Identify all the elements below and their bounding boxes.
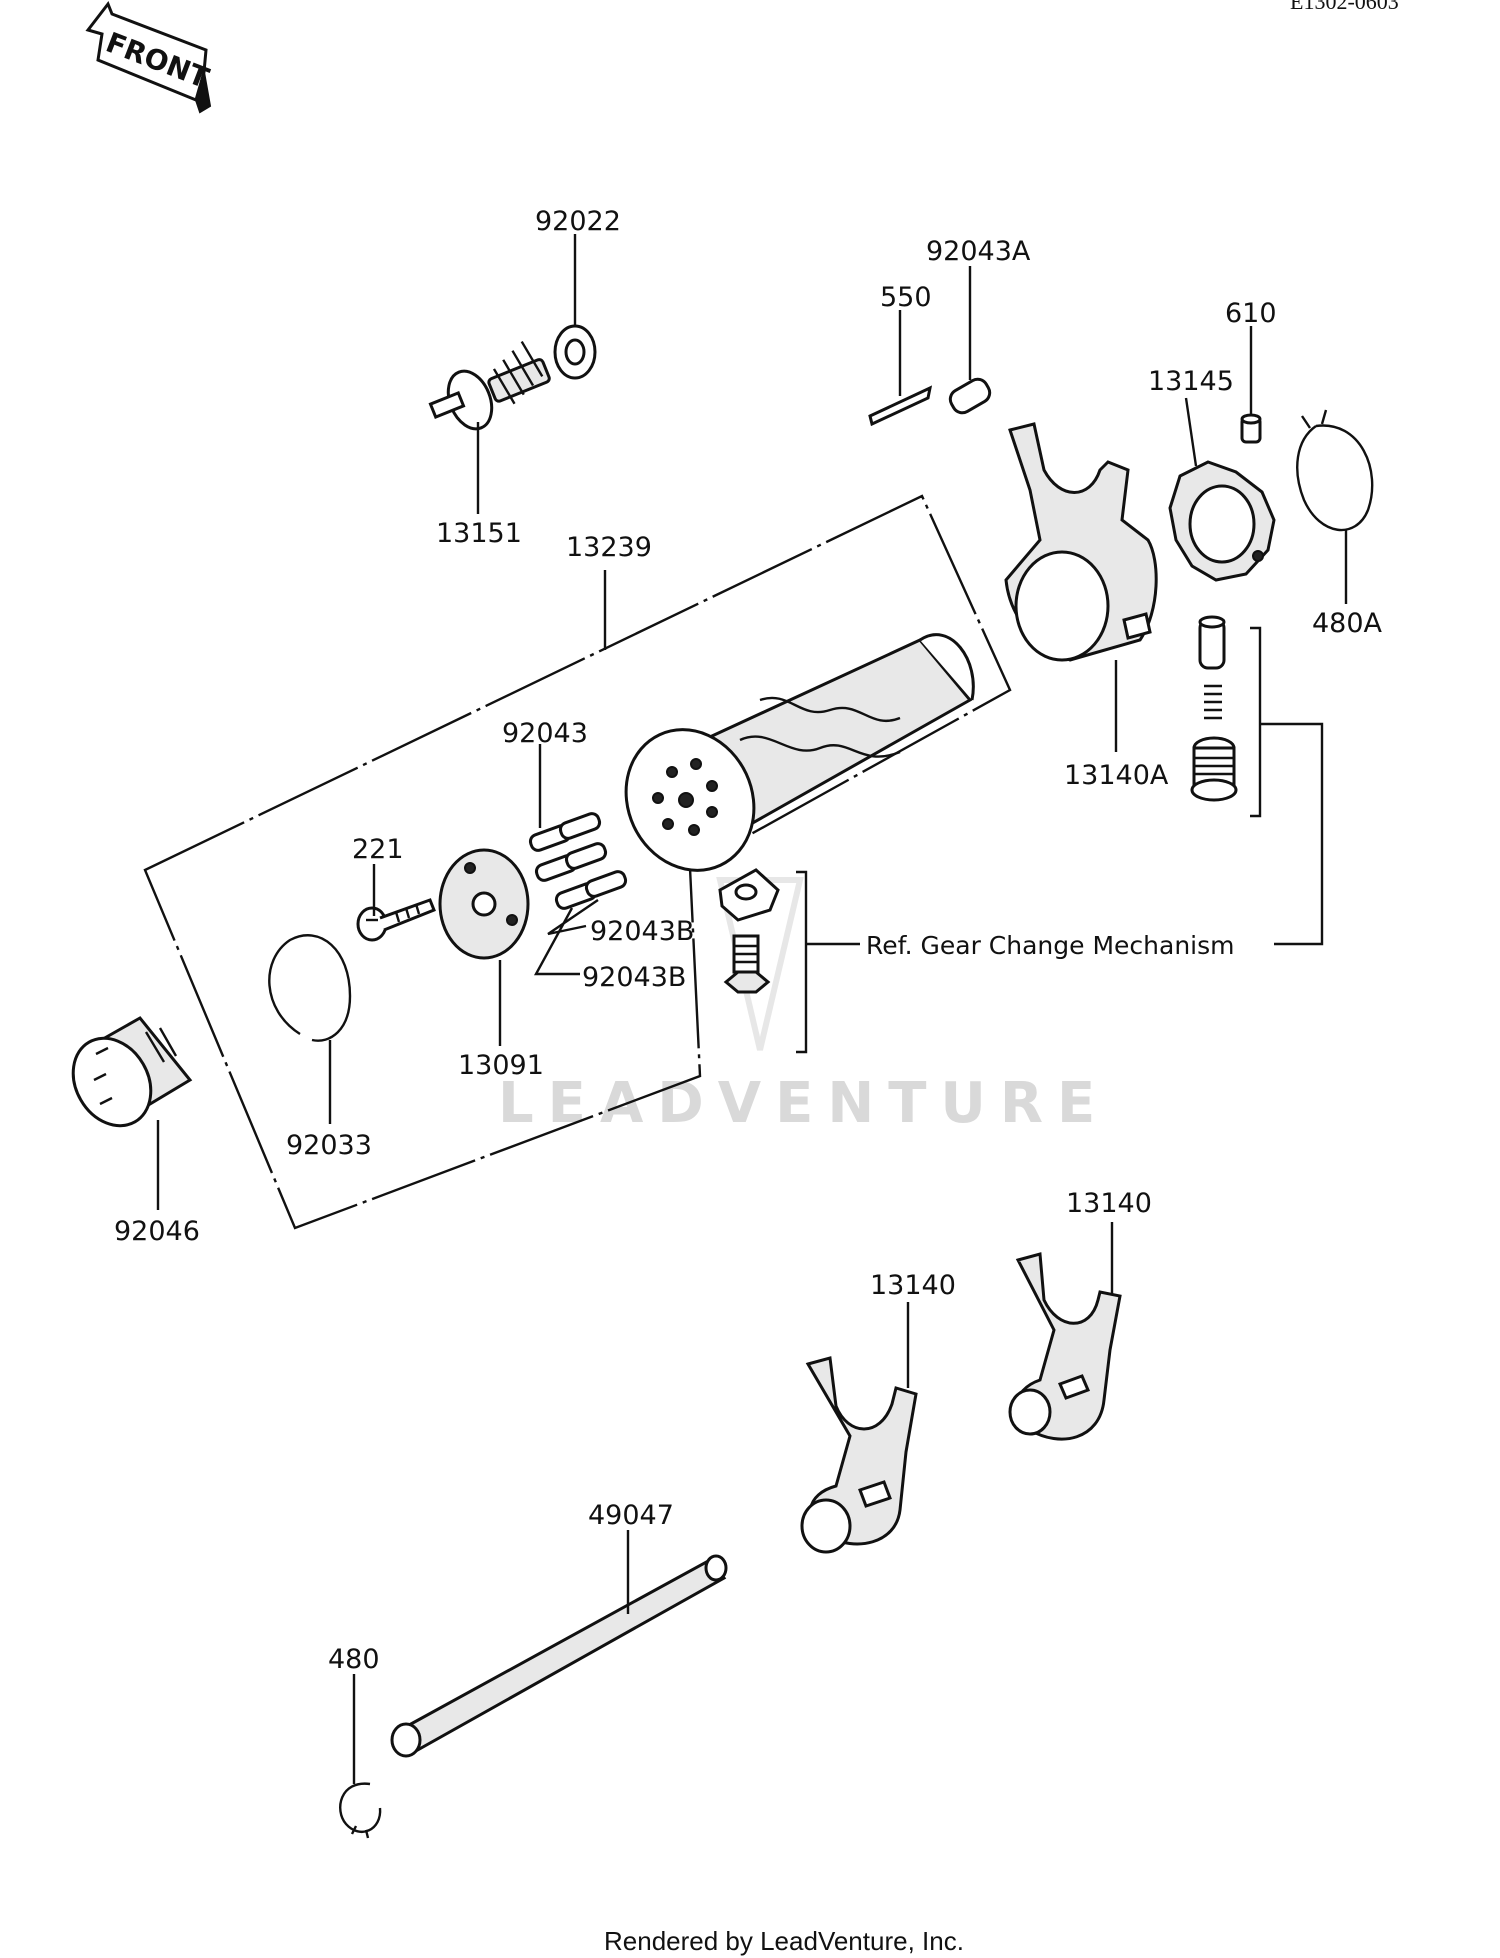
part-label-49047: 49047 <box>588 1500 674 1531</box>
drum-holes <box>652 758 718 836</box>
cotter-pin-550-part[interactable] <box>868 385 933 427</box>
screw-221-part[interactable] <box>356 898 436 942</box>
footer-credit: Rendered by LeadVenture, Inc. <box>604 1926 964 1956</box>
watermark-text: LEADVENTURE <box>498 1071 1109 1136</box>
part-label-13151: 13151 <box>436 518 522 549</box>
pin-92043a-part[interactable] <box>947 376 994 417</box>
part-label-13239: 13239 <box>566 532 652 563</box>
part-label-13140-left: 13140 <box>870 1270 956 1301</box>
part-label-92043b-1: 92043B <box>590 916 694 947</box>
part-label-92043a: 92043A <box>926 236 1031 267</box>
part-label-92043: 92043 <box>502 718 588 749</box>
part-label-92046: 92046 <box>114 1216 200 1247</box>
part-label-13140a: 13140A <box>1064 760 1169 791</box>
shift-rod-49047-part[interactable] <box>390 1554 728 1758</box>
detent-bolt-part[interactable] <box>1190 736 1238 802</box>
pin-plate-13145-part[interactable] <box>1168 460 1276 582</box>
detent-spring-part[interactable] <box>1204 684 1222 720</box>
shift-drum-part[interactable] <box>603 633 975 892</box>
diagram-code: E1302-0603 <box>1290 0 1399 14</box>
part-label-92022: 92022 <box>535 206 621 237</box>
part-label-550: 550 <box>880 282 932 313</box>
leader-lines <box>156 234 1348 1784</box>
part-label-92033: 92033 <box>286 1130 372 1161</box>
shift-fork-13140a-part[interactable] <box>1004 422 1158 662</box>
part-label-92043b-2: 92043B <box>582 962 686 993</box>
needle-bearing-92046-part[interactable] <box>58 1016 193 1140</box>
cam-stopper-part[interactable] <box>718 868 780 994</box>
shift-fork-13140-right-part[interactable] <box>1008 1252 1122 1441</box>
pins-92043-group[interactable] <box>528 812 628 911</box>
part-label-221: 221 <box>352 834 404 865</box>
front-arrow-icon: FRONT <box>85 0 213 114</box>
shift-fork-13140-left-part[interactable] <box>800 1356 918 1554</box>
pin-610-part[interactable] <box>1240 413 1262 444</box>
pin-plate-13091-part[interactable] <box>438 848 530 960</box>
circlip-480-part[interactable] <box>339 1782 382 1839</box>
circlip-480a-part[interactable] <box>1296 409 1374 532</box>
reference-note: Ref. Gear Change Mechanism <box>866 931 1235 960</box>
detent-pin-part[interactable] <box>1198 615 1226 670</box>
part-label-610: 610 <box>1225 298 1277 329</box>
circlip-92033-part[interactable] <box>268 934 352 1042</box>
neutral-switch-part[interactable] <box>428 339 551 435</box>
part-label-13145: 13145 <box>1148 366 1234 397</box>
part-label-480: 480 <box>328 1644 380 1675</box>
reference-note-bg <box>860 926 1274 962</box>
part-label-13091: 13091 <box>458 1050 544 1081</box>
washer-92022-part[interactable] <box>553 324 597 380</box>
part-label-13140-right: 13140 <box>1066 1188 1152 1219</box>
part-label-480a: 480A <box>1312 608 1383 639</box>
